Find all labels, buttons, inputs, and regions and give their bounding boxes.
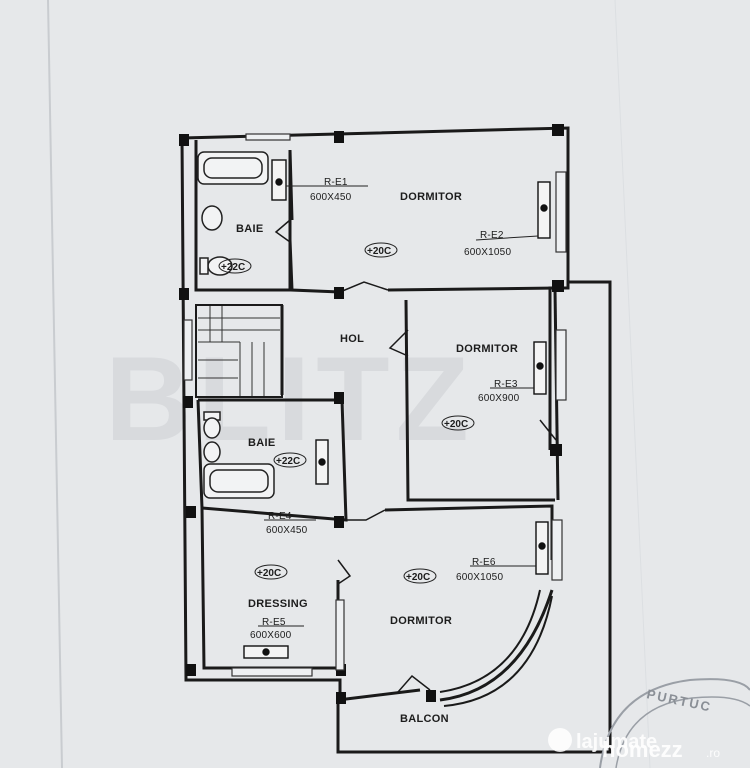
sanitary-fixtures [197, 151, 275, 499]
window [555, 171, 567, 253]
bathtub-top-inner [203, 157, 263, 179]
temp-dormitor-bottom: +20C [406, 572, 430, 583]
temp-dressing: +20C [257, 568, 281, 579]
room-label-hol: HOL [340, 333, 364, 345]
door-swing-1 [274, 219, 291, 243]
door-swing-4 [539, 419, 557, 441]
paper-fold-line-right [614, 0, 651, 768]
temp-marker [254, 564, 288, 580]
window [183, 319, 193, 381]
radiator-valve [538, 542, 546, 550]
radiator-leaders [258, 185, 539, 627]
window [555, 329, 567, 401]
radiator-size-e3: 600X900 [478, 393, 520, 404]
column [550, 444, 562, 456]
temp-marker [441, 415, 475, 431]
room-label-dormitor-mid: DORMITOR [456, 343, 518, 355]
column [186, 506, 196, 518]
window [335, 599, 345, 671]
room-label-dormitor-bottom: DORMITOR [390, 615, 452, 627]
bathtub-mid-inner [209, 469, 269, 493]
radiator-valve [275, 178, 283, 186]
temp-marker [364, 242, 398, 258]
door-swing-3 [388, 329, 409, 357]
temp-marker [403, 568, 437, 584]
lajumate-logo: lajumate [576, 731, 657, 753]
radiator-code-e1: R-E1 [324, 177, 348, 188]
window [245, 133, 291, 141]
windows [183, 133, 567, 677]
site-logos: lajumate homezz .ro [548, 728, 720, 762]
radiator-size-e6: 600X1050 [456, 572, 503, 583]
room-label-baie-mid: BAIE [248, 437, 275, 449]
stair-treads [198, 306, 280, 396]
room-label-dressing: DRESSING [248, 598, 308, 610]
column [336, 692, 346, 704]
radiator-size-e4: 600X450 [266, 525, 308, 536]
radiator-code-e6: R-E6 [472, 557, 496, 568]
radiator-valve [262, 648, 270, 656]
temp-dormitor-mid: +20C [444, 419, 468, 430]
wall-hol [280, 299, 555, 502]
homezz-logo-suffix: .ro [706, 746, 720, 760]
floor-plan [180, 126, 612, 754]
outer-walls [180, 126, 612, 754]
sink-top [201, 205, 223, 231]
window [551, 519, 563, 581]
radiator-code-e3: R-E3 [494, 379, 518, 390]
column [334, 287, 344, 299]
radiator-valve [540, 204, 548, 212]
radiator-symbols [243, 159, 551, 659]
column [179, 288, 189, 300]
temp-baie-mid: +22C [276, 456, 300, 467]
column [334, 392, 344, 404]
radiator-size-e5: 600X600 [250, 630, 292, 641]
column [552, 124, 564, 136]
column [179, 134, 189, 146]
radiator-size-e2: 600X1050 [464, 247, 511, 258]
column [426, 690, 436, 702]
radiator-valve [318, 458, 326, 466]
wall-dormitor-top [288, 149, 559, 294]
door-swing-6 [337, 559, 352, 585]
temp-dormitor-top: +20C [367, 246, 391, 257]
leader-line [475, 235, 539, 241]
radiator-valve [536, 362, 544, 370]
radiator-code-e5: R-E5 [262, 617, 286, 628]
paper-fold-line [47, 0, 63, 768]
column [186, 664, 196, 676]
lajumate-icon [548, 728, 572, 752]
room-label-baie-top: BAIE [236, 223, 263, 235]
column [334, 131, 344, 143]
radiator-code-e2: R-E2 [480, 230, 504, 241]
stamp-ring [599, 678, 750, 768]
door-swing-2 [339, 281, 389, 293]
curved-bay-window [439, 589, 553, 707]
toilet-mid [203, 417, 221, 439]
column [334, 516, 344, 528]
temp-marker [273, 452, 307, 468]
homezz-logo: homezz [602, 737, 683, 762]
column [552, 280, 564, 292]
door-swing-5 [346, 509, 386, 521]
temp-marker [218, 258, 252, 274]
toilet-top-tank [199, 257, 209, 275]
temp-baie-top: +22C [221, 262, 245, 273]
window [231, 667, 313, 677]
door-swing-7 [397, 674, 431, 693]
radiator-code-e4: R-E4 [268, 511, 292, 522]
room-label-balcon: BALCON [400, 713, 449, 725]
column [183, 396, 193, 408]
sink-mid [203, 441, 221, 463]
column-blocks [179, 124, 564, 704]
stamp-ring-inner [615, 696, 750, 768]
radiator-size-e1: 600X450 [310, 192, 352, 203]
room-label-dormitor-top: DORMITOR [400, 191, 462, 203]
